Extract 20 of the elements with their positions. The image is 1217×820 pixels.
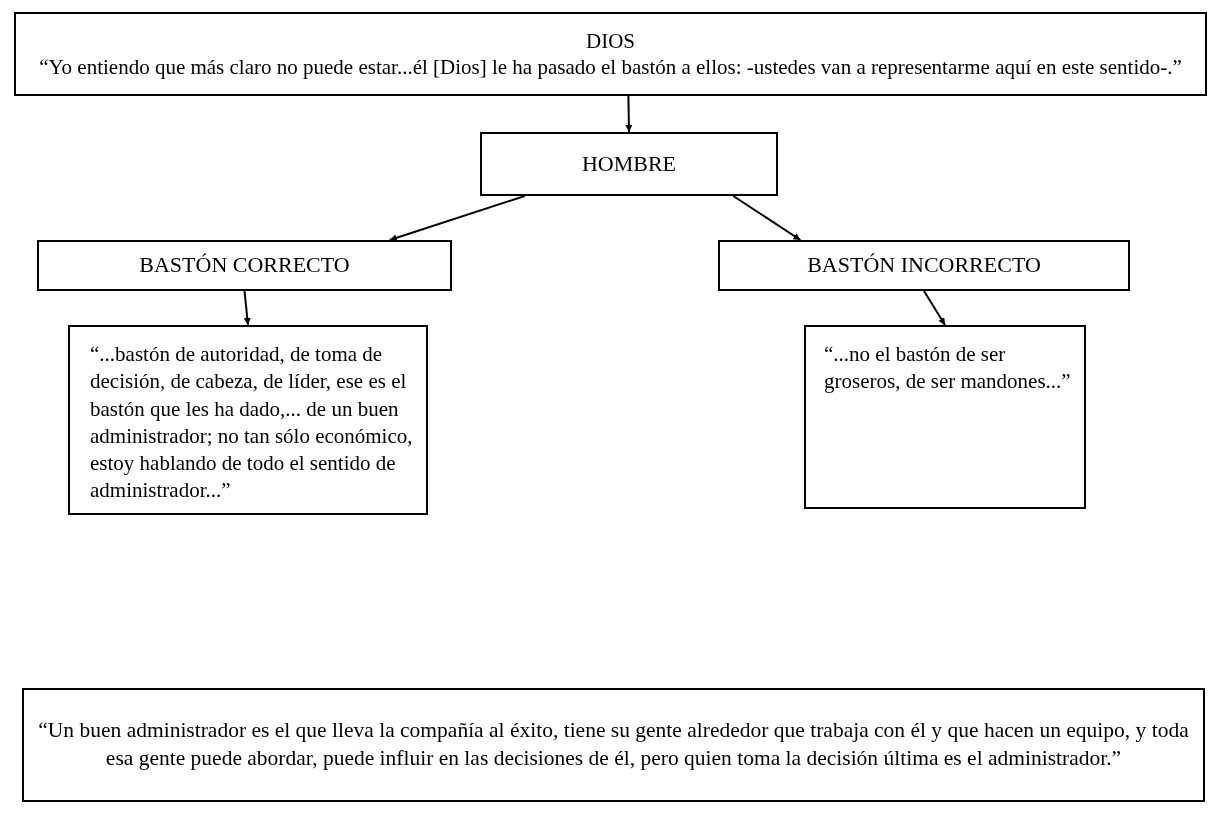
arrow xyxy=(625,95,633,133)
arrow xyxy=(243,290,251,326)
text-box xyxy=(718,240,1130,291)
box-text: “Yo entiendo que más claro no puede estar...él [Dios] le ha pasado el bastón a ellos: -ustedes van a representarme aquí en este sentido-.” xyxy=(38,54,1183,81)
arrow xyxy=(388,195,526,242)
text-box xyxy=(804,325,1086,509)
box-text: “...bastón de autoridad, de toma de decisión, de cabeza, de líder, ese es el bastón que les ha dado,... de un buen administrador; no tan sólo económico, estoy hablando de todo el sentido de administrador...” xyxy=(90,341,414,505)
arrow xyxy=(732,195,802,241)
text-box xyxy=(22,688,1205,802)
box-text: BASTÓN CORRECTO xyxy=(138,252,351,279)
text-box xyxy=(37,240,452,291)
box-heading: DIOS xyxy=(585,27,636,54)
text-box xyxy=(68,325,428,515)
box-text: HOMBRE xyxy=(580,150,678,178)
box-text: “Un buen administrador es el que lleva la compañía al éxito, tiene su gente alrededor que trabaja con él y que hacen un equipo, y toda esa gente puede abordar, puede influir en las decisiones de él, pero quien toma la decisión última es el administrador.” xyxy=(38,717,1189,772)
arrow xyxy=(923,290,946,326)
text-box xyxy=(14,12,1207,96)
box-text: “...no el bastón de ser groseros, de ser mandones...” xyxy=(824,341,1072,396)
box-text: BASTÓN INCORRECTO xyxy=(806,252,1042,279)
text-box xyxy=(480,132,778,196)
